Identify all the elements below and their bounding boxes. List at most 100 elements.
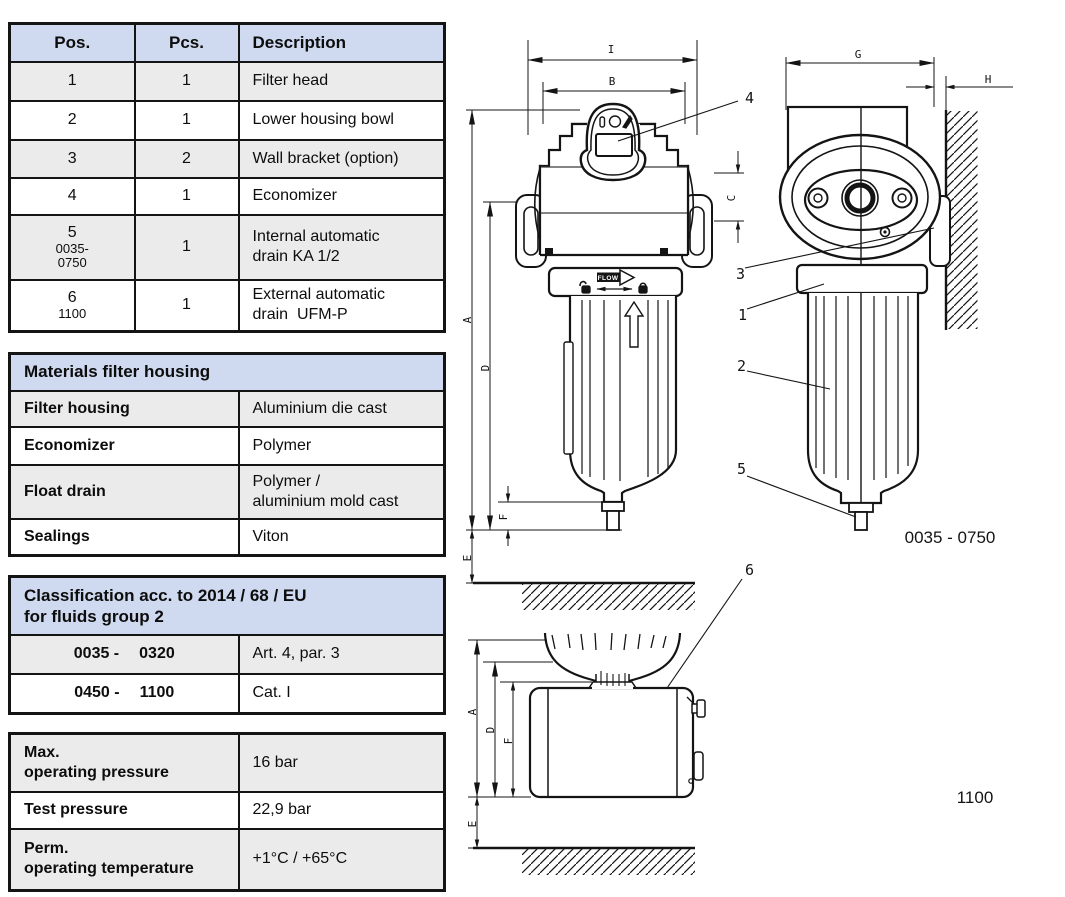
table-row: Economizer Polymer	[8, 425, 446, 466]
parts-pos: 3	[8, 138, 136, 179]
table-row: 1 1 Filter head	[8, 60, 446, 102]
dim-label-B: B	[609, 75, 616, 88]
classification-title-line: Classification acc. to 2014 / 68 / EU	[24, 585, 307, 605]
materials-title: Materials filter housing	[8, 352, 446, 392]
drain-flange	[601, 501, 625, 512]
ground-hatch-upper	[473, 581, 695, 610]
classification-range: 0035 - 0320	[8, 633, 240, 675]
bottom-view	[468, 632, 706, 875]
materials-value: Viton	[237, 517, 446, 557]
table-row: Test pressure 22,9 bar	[8, 790, 446, 830]
table-row: 4 1 Economizer	[8, 176, 446, 216]
parts-pcs: 1	[133, 99, 240, 141]
spec-label-line: operating pressure	[24, 763, 169, 781]
materials-label: Filter housing	[8, 389, 240, 428]
parts-description: Wall bracket (option)	[237, 138, 446, 179]
flow-band	[547, 266, 684, 298]
range-from: 0450 -	[74, 684, 120, 702]
materials-table: Materials filter housing Filter housing …	[8, 352, 446, 557]
spec-label: Test pressure	[8, 790, 240, 830]
drawing-labels: I B C A D F E G H A D F E 4 3 1 2 5 6 FL…	[461, 43, 995, 827]
classification-value: Art. 4, par. 3	[237, 633, 446, 675]
economizer-indicator-icons	[599, 114, 633, 129]
spec-label-line: Max.	[24, 743, 60, 761]
table-row: Max. operating pressure 16 bar	[8, 732, 446, 793]
materials-value: Polymer / aluminium mold cast	[237, 463, 446, 520]
dim-label-A2: A	[466, 708, 479, 715]
materials-value: Polymer	[237, 425, 446, 466]
materials-label: Float drain	[8, 463, 240, 520]
drain-outlet-knob	[686, 696, 706, 718]
parts-pos: 4	[8, 176, 136, 216]
pos-number: 6	[67, 289, 77, 307]
classification-title-line: for fluids group 2	[24, 606, 164, 626]
parts-header-pcs: Pcs.	[133, 22, 240, 63]
inlet-port	[841, 179, 879, 217]
pos-number: 5	[67, 223, 77, 241]
drain-bracket	[688, 751, 704, 784]
range-to: 0320	[139, 645, 175, 662]
parts-table: Pos. Pcs. Description 1 1 Filter head 2 …	[8, 22, 446, 333]
value-line: aluminium mold cast	[252, 492, 399, 510]
technical-drawing: I B C A D F E G H A D F E 4 3 1 2 5 6 FL…	[461, 40, 1013, 875]
filter-head-side	[778, 105, 942, 293]
spec-label: Perm. operating temperature	[8, 827, 240, 892]
dim-label-D2: D	[484, 727, 497, 734]
drain-stub-side	[854, 511, 868, 531]
parts-pcs: 1	[133, 213, 240, 281]
dim-label-I: I	[608, 43, 615, 56]
callout-1: 1	[738, 306, 747, 324]
description-line: Internal automatic	[252, 228, 380, 245]
table-row: Float drain Polymer / aluminium mold cas…	[8, 463, 446, 520]
flow-direction-up-arrow	[623, 300, 645, 348]
parts-pos: 6 1100	[8, 278, 136, 333]
parts-description: Economizer	[237, 176, 446, 216]
dim-label-H: H	[985, 73, 992, 86]
parts-header-description: Description	[237, 22, 446, 63]
housing-bowl-front	[563, 296, 678, 531]
economizer-window	[595, 133, 633, 157]
parts-pcs: 1	[133, 60, 240, 102]
callout-3: 3	[736, 265, 745, 283]
side-view	[617, 57, 1013, 708]
flow-arrow-icon	[597, 268, 636, 287]
pos-range: 1100	[58, 306, 87, 322]
parts-description: Lower housing bowl	[237, 99, 446, 141]
parts-pcs: 1	[133, 176, 240, 216]
parts-header-pos: Pos.	[8, 22, 136, 63]
pos-range: 0750	[57, 255, 87, 270]
description-line: drain KA 1/2	[252, 248, 340, 265]
spec-label-line: Perm.	[24, 840, 69, 858]
pos-range: 0035-	[55, 240, 89, 256]
dim-label-G: G	[855, 48, 862, 61]
parts-description: External automatic drain UFM-P	[237, 278, 446, 333]
description-line: External automatic	[252, 286, 386, 304]
spec-label-line: operating temperature	[24, 860, 194, 878]
table-row: 6 1100 1 External automatic drain UFM-P	[8, 278, 446, 333]
lock-icon	[638, 282, 648, 294]
value-line: Polymer /	[252, 472, 321, 490]
materials-value: Aluminium die cast	[237, 389, 446, 428]
classification-table: Classification acc. to 2014 / 68 / EU fo…	[8, 575, 446, 715]
dim-label-F: F	[497, 514, 510, 521]
materials-label: Sealings	[8, 517, 240, 557]
dim-label-F2: F	[502, 738, 515, 745]
bowl-clamp	[563, 341, 574, 455]
front-view	[466, 40, 744, 610]
spec-label: Max. operating pressure	[8, 732, 240, 793]
ground-hatch-lower	[473, 846, 695, 875]
housing-bowl-side	[795, 263, 929, 531]
flow-label: FLOW	[598, 275, 619, 282]
drain-stub	[606, 510, 620, 531]
table-row: 0450 - 1100 Cat. I	[8, 672, 446, 715]
classification-title: Classification acc. to 2014 / 68 / EU fo…	[8, 575, 446, 636]
parts-pos: 1	[8, 60, 136, 102]
classification-header-row: Classification acc. to 2014 / 68 / EU fo…	[8, 575, 446, 636]
variant-label-0035-0750: 0035 - 0750	[905, 528, 996, 547]
external-drain-box	[528, 681, 706, 799]
bowl-skirt	[543, 632, 682, 686]
table-row: Sealings Viton	[8, 517, 446, 557]
dim-label-A: A	[461, 316, 474, 323]
screw	[879, 226, 891, 238]
parts-pcs: 2	[133, 138, 240, 179]
